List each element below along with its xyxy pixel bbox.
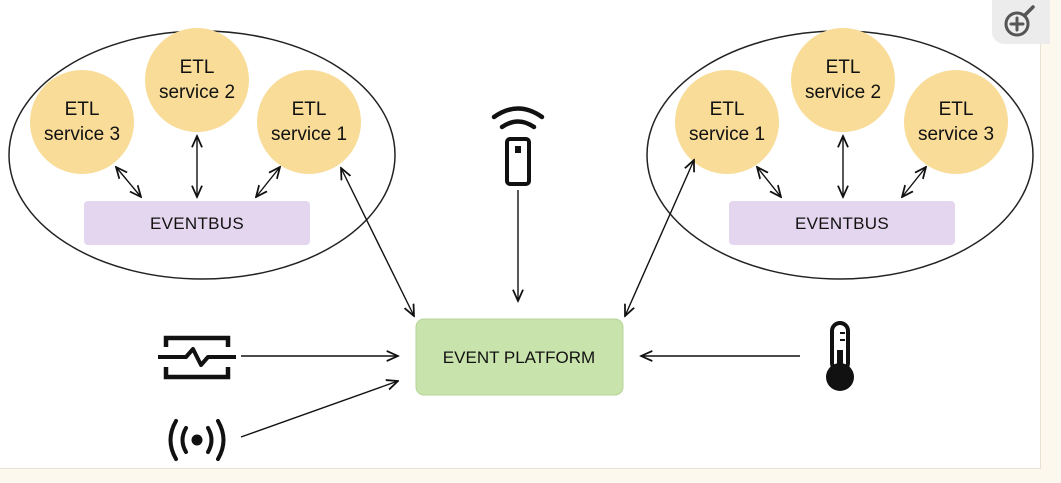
- svg-text:service 3: service 3: [44, 124, 120, 145]
- right-etl-service-3: ETL service 3: [904, 70, 1008, 174]
- svg-text:ETL: ETL: [65, 99, 100, 120]
- left-arrow-s3-bus: [116, 167, 141, 197]
- svg-text:service 2: service 2: [159, 82, 235, 103]
- zoom-in-icon: [1004, 5, 1035, 37]
- left-etl-service-2: ETL service 2: [145, 28, 249, 132]
- right-etl-service-2: ETL service 2: [791, 28, 895, 132]
- arrow-right-service1-platform: [625, 160, 694, 316]
- right-arrow-s1-bus: [757, 167, 781, 197]
- svg-text:EVENT PLATFORM: EVENT PLATFORM: [443, 348, 595, 367]
- svg-text:service 3: service 3: [918, 124, 994, 145]
- right-cluster: ETL service 1 ETL service 2 ETL service …: [646, 28, 1034, 280]
- arrow-left-service1-platform: [341, 168, 414, 316]
- svg-text:ETL: ETL: [180, 57, 215, 78]
- right-etl-service-1: ETL service 1: [675, 70, 779, 174]
- arrow-signal-platform: [240, 381, 398, 438]
- broadcast-signal-icon: [168, 419, 226, 461]
- event-platform: EVENT PLATFORM: [415, 318, 624, 396]
- right-eventbus: EVENTBUS: [729, 201, 955, 245]
- svg-text:service 1: service 1: [689, 124, 765, 145]
- svg-text:EVENTBUS: EVENTBUS: [795, 214, 889, 233]
- pulse-monitor-icon: [158, 335, 236, 380]
- left-etl-service-1: ETL service 1: [257, 70, 361, 174]
- zoom-button[interactable]: [992, 0, 1050, 44]
- left-cluster: ETL service 3 ETL service 2 ETL service …: [8, 28, 396, 280]
- left-arrow-s1-bus: [256, 167, 280, 197]
- remote-control-icon: [491, 106, 545, 186]
- svg-text:EVENTBUS: EVENTBUS: [150, 214, 244, 233]
- thermometer-icon: [826, 321, 854, 391]
- left-etl-service-3: ETL service 3: [30, 70, 134, 174]
- right-arrow-s3-bus: [902, 167, 926, 197]
- svg-text:ETL: ETL: [710, 99, 745, 120]
- svg-text:service 2: service 2: [805, 82, 881, 103]
- svg-text:service 1: service 1: [271, 124, 347, 145]
- svg-text:ETL: ETL: [292, 99, 327, 120]
- svg-text:ETL: ETL: [826, 57, 861, 78]
- left-eventbus: EVENTBUS: [84, 201, 310, 245]
- svg-text:ETL: ETL: [939, 99, 974, 120]
